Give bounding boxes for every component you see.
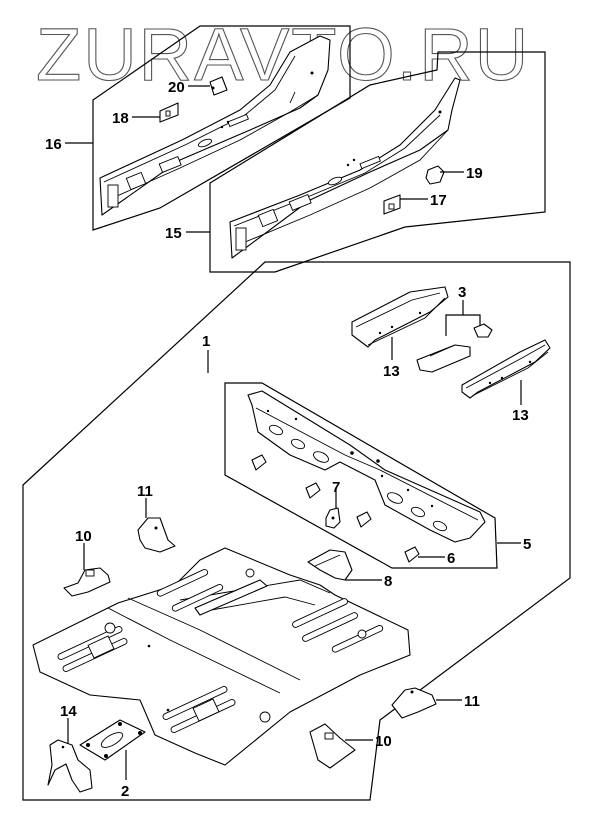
sill-patch-plate-18[interactable] bbox=[159, 102, 179, 123]
callout-11b: 11 bbox=[464, 693, 480, 710]
callout-2: 2 bbox=[121, 783, 129, 800]
side-sill-inner-right-part[interactable] bbox=[229, 77, 461, 259]
callout-13a: 13 bbox=[383, 363, 400, 380]
sill-patch-plate-17[interactable] bbox=[383, 194, 401, 215]
side-sill-left-group bbox=[65, 25, 351, 231]
tunnel-bracket-8[interactable] bbox=[307, 549, 353, 581]
side-sill-inner-left-part[interactable] bbox=[99, 35, 331, 216]
seat-mount-bracket-10a[interactable] bbox=[63, 567, 111, 597]
group-frame-15 bbox=[209, 51, 546, 273]
callout-1: 1 bbox=[202, 333, 210, 350]
callout-16: 16 bbox=[45, 136, 62, 153]
callout-7: 7 bbox=[332, 479, 340, 496]
seat-mount-bracket-10b[interactable] bbox=[309, 723, 356, 769]
cross-member-bracket-7[interactable] bbox=[325, 507, 341, 529]
group-frame-1 bbox=[22, 261, 571, 801]
callout-19: 19 bbox=[466, 165, 483, 182]
seat-rail-bracket-3[interactable] bbox=[416, 323, 493, 373]
group-frame-5 bbox=[224, 382, 498, 569]
callout-5: 5 bbox=[523, 536, 531, 553]
seat-mount-bracket-11a[interactable] bbox=[137, 517, 176, 553]
callout-15: 15 bbox=[165, 225, 182, 242]
callout-11a: 11 bbox=[137, 483, 153, 500]
callout-20: 20 bbox=[168, 79, 185, 96]
sill-clip-19[interactable] bbox=[425, 165, 445, 185]
callout-13b: 13 bbox=[512, 407, 529, 424]
callout-6: 6 bbox=[447, 550, 455, 567]
callout-8: 8 bbox=[384, 573, 392, 590]
rear-cross-member-5[interactable] bbox=[247, 390, 486, 543]
callout-3: 3 bbox=[458, 284, 466, 301]
callout-10b: 10 bbox=[375, 733, 392, 750]
floor-panel-1[interactable] bbox=[32, 547, 411, 766]
callout-17: 17 bbox=[430, 192, 447, 209]
side-sill-right-group bbox=[186, 51, 546, 273]
group-frame-16 bbox=[92, 25, 351, 231]
seat-rail-reinforcement-13b[interactable] bbox=[461, 339, 551, 399]
floor-bracket-plate-2[interactable] bbox=[79, 719, 146, 761]
front-floor-bracket-14[interactable] bbox=[47, 739, 93, 793]
leader-3 bbox=[445, 314, 481, 336]
cross-member-clips[interactable] bbox=[251, 454, 420, 563]
sill-cover-plate-20[interactable] bbox=[209, 76, 228, 96]
callout-18: 18 bbox=[112, 110, 129, 127]
callout-14: 14 bbox=[60, 703, 77, 720]
seat-rail-reinforcement-13a[interactable] bbox=[351, 286, 449, 348]
callout-10a: 10 bbox=[75, 528, 92, 545]
seat-mount-bracket-11b[interactable] bbox=[391, 687, 437, 719]
callout-labels: 1 2 3 5 6 7 8 10 10 11 11 13 13 14 15 16… bbox=[45, 79, 531, 800]
